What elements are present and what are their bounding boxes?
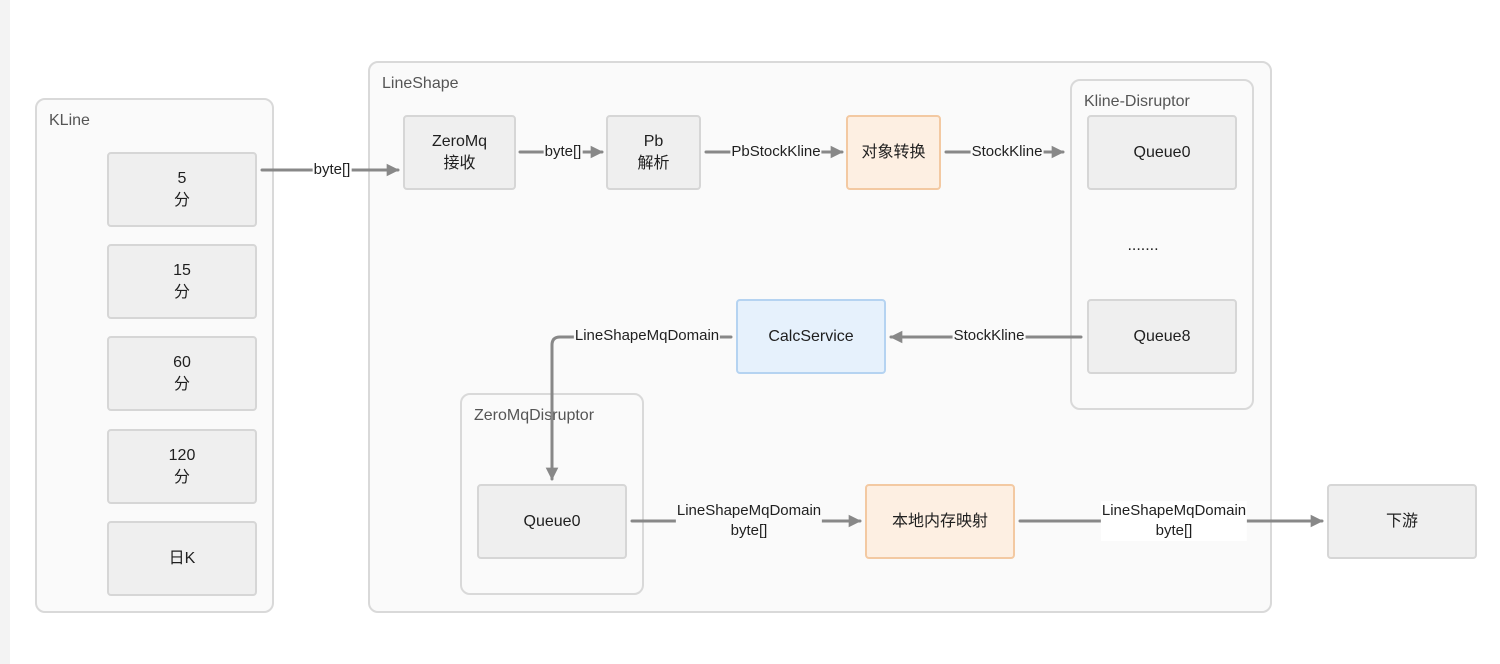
node-line-1: 15 bbox=[173, 261, 191, 279]
node-label: CalcService bbox=[768, 327, 854, 345]
queue8-node[interactable]: Queue8 bbox=[1087, 299, 1237, 374]
lineshape-group-label: LineShape bbox=[382, 75, 459, 92]
kline-node-15min[interactable]: 15 分 bbox=[107, 244, 257, 319]
edge-label-line-1: LineShapeMqDomain bbox=[1101, 502, 1247, 519]
edge-label-line-2: byte[] bbox=[1155, 522, 1193, 539]
node-line-1: Pb bbox=[643, 132, 664, 150]
node-line-1: 日K bbox=[168, 549, 196, 567]
edge-label-convert-to-queue: StockKline bbox=[970, 142, 1044, 162]
node-line-2: 分 bbox=[173, 375, 190, 393]
node-label: Queue0 bbox=[1133, 143, 1191, 161]
node-label: 对象转换 bbox=[861, 143, 926, 161]
node-label: Queue0 bbox=[523, 512, 581, 530]
queue0-top-node[interactable]: Queue0 bbox=[1087, 115, 1237, 190]
downstream-node[interactable]: 下游 bbox=[1327, 484, 1477, 559]
queue0-bottom-node[interactable]: Queue0 bbox=[477, 484, 627, 559]
edge-label-calc-to-zeromq-queue: LineShapeMqDomain bbox=[573, 326, 721, 346]
node-line-2: 分 bbox=[173, 191, 190, 209]
node-label: 下游 bbox=[1385, 512, 1418, 530]
node-label: Queue8 bbox=[1133, 327, 1191, 345]
node-line-1: ZeroMq bbox=[431, 132, 488, 150]
left-margin-strip bbox=[0, 0, 10, 664]
zeromq-recv-node[interactable]: ZeroMq 接收 bbox=[403, 115, 516, 190]
kline-node-5min[interactable]: 5 分 bbox=[107, 152, 257, 227]
edge-calc-to-zeromq-queue bbox=[545, 335, 733, 481]
queue-ellipsis: ....... bbox=[1127, 237, 1159, 254]
calc-service-node[interactable]: CalcService bbox=[736, 299, 886, 374]
kline-node-daily[interactable]: 日K bbox=[107, 521, 257, 596]
node-label: 本地内存映射 bbox=[891, 512, 988, 530]
edge-label-line-2: byte[] bbox=[730, 522, 768, 539]
node-line-2: 解析 bbox=[637, 154, 670, 172]
pb-parse-node[interactable]: Pb 解析 bbox=[606, 115, 701, 190]
kline-node-60min[interactable]: 60 分 bbox=[107, 336, 257, 411]
node-line-2: 分 bbox=[173, 283, 190, 301]
object-convert-node[interactable]: 对象转换 bbox=[846, 115, 941, 190]
node-line-1: 60 bbox=[173, 353, 191, 371]
kline-node-120min[interactable]: 120 分 bbox=[107, 429, 257, 504]
node-line-1: 5 bbox=[177, 169, 187, 187]
edge-label-queue0-to-memmap: LineShapeMqDomain byte[] bbox=[675, 501, 823, 541]
edge-label-pb-to-convert: PbStockKline bbox=[730, 142, 822, 162]
local-memory-map-node[interactable]: 本地内存映射 bbox=[865, 484, 1015, 559]
edge-label-kline-to-zeromq: byte[] bbox=[312, 160, 352, 180]
node-line-2: 分 bbox=[173, 468, 190, 486]
kline-group-label: KLine bbox=[49, 112, 90, 129]
edge-label-line-1: LineShapeMqDomain bbox=[676, 502, 822, 519]
node-line-2: 接收 bbox=[443, 154, 476, 172]
node-line-1: 120 bbox=[168, 446, 196, 464]
edge-label-memmap-to-downstream: LineShapeMqDomain byte[] bbox=[1100, 501, 1248, 541]
kline-disruptor-group-label: Kline-Disruptor bbox=[1084, 93, 1190, 110]
edge-label-zeromq-to-pb: byte[] bbox=[543, 142, 583, 162]
edge-label-queue8-to-calc: StockKline bbox=[952, 326, 1026, 346]
zeromq-disruptor-group-label: ZeroMqDisruptor bbox=[474, 407, 595, 424]
